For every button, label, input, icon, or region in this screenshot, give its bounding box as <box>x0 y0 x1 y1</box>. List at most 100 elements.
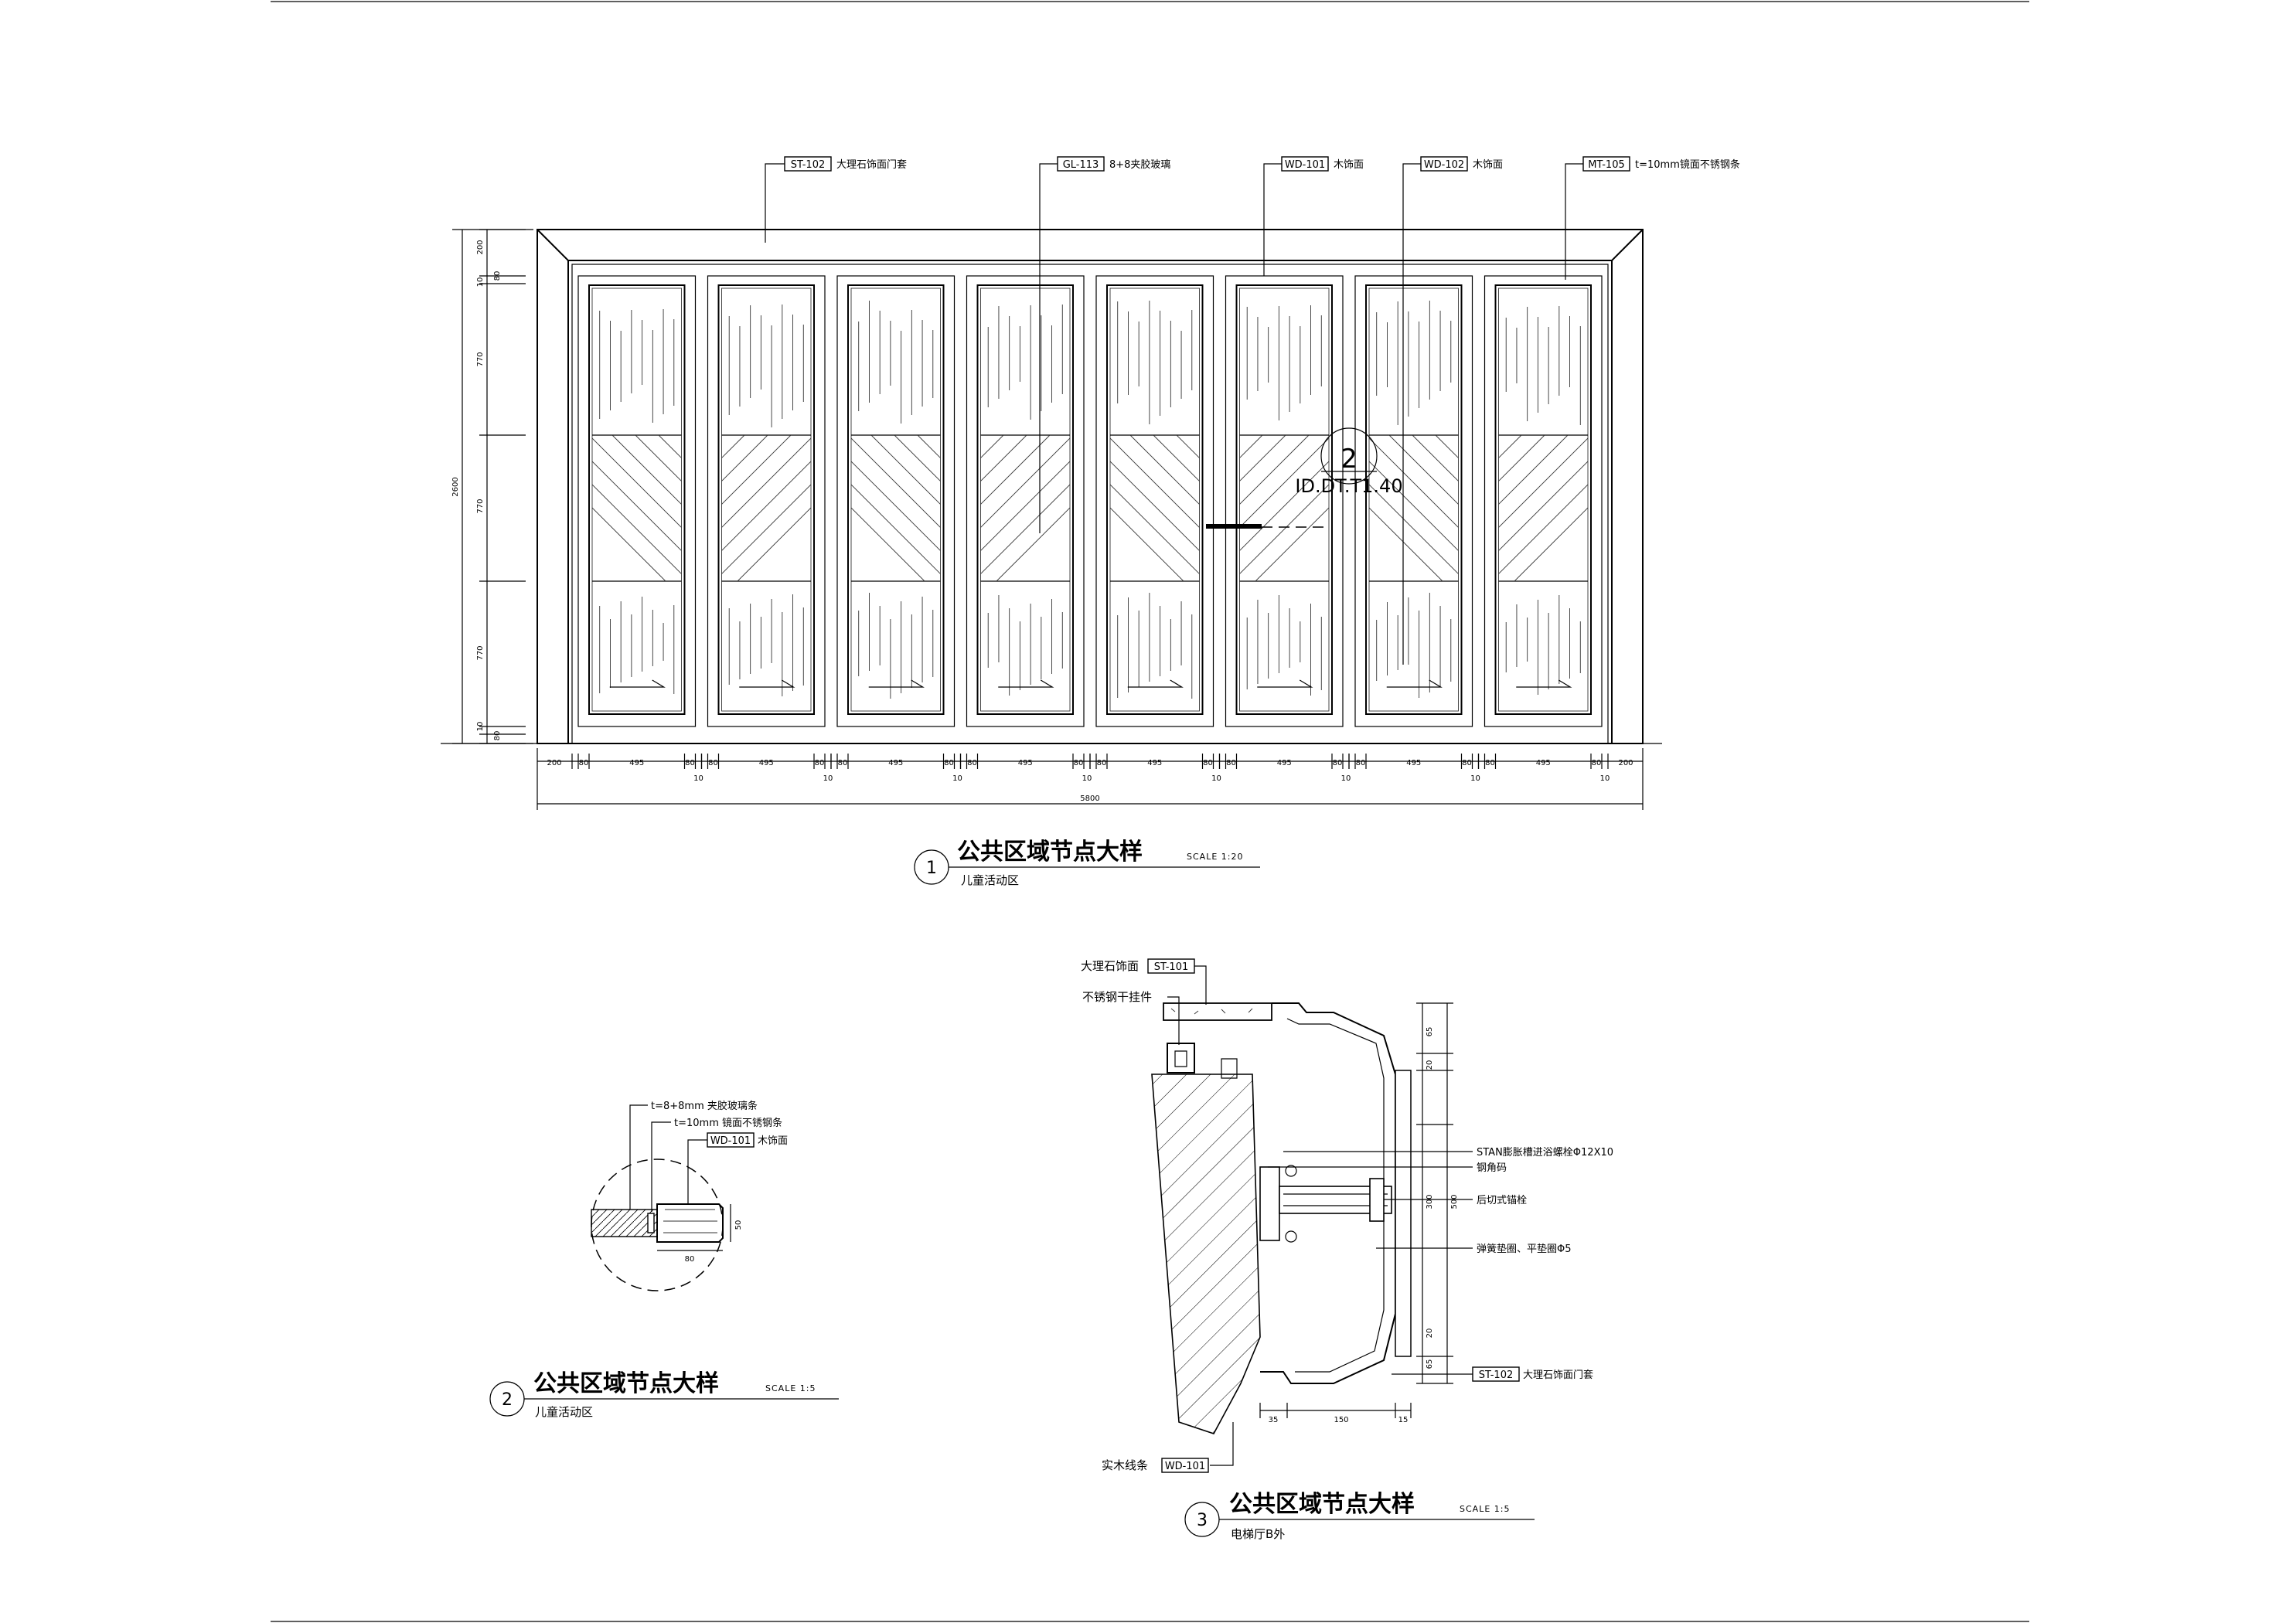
detail-1-title-block: 1 公共区域节点大样 SCALE 1:20 儿童活动区 <box>914 839 1260 887</box>
steel-hanger <box>1167 1043 1195 1073</box>
svg-text:大理石饰面门套: 大理石饰面门套 <box>836 158 907 171</box>
dim-panel: 495 <box>1277 759 1292 767</box>
dim-stile: 80 <box>1462 759 1472 767</box>
d3-callout-washer: 弹簧垫圈、平垫圈Φ5 <box>1477 1243 1572 1255</box>
dim-panel: 495 <box>1536 759 1551 767</box>
svg-text:WD-101: WD-101 <box>1165 1461 1205 1472</box>
d3-dim-h-ticks <box>1259 1403 1412 1418</box>
detail-3-number: 3 <box>1197 1511 1208 1530</box>
dim-top: 200 <box>476 240 485 254</box>
dim-total-width: 5800 <box>1080 794 1099 803</box>
detail-1-elevation: 2 ID.DT.T1.40 ST-102 大理石饰面门套 GL-113 8+8夹… <box>441 156 1740 887</box>
dim-panel: 495 <box>1018 759 1033 767</box>
dim-gap: 10 <box>1470 774 1480 783</box>
dim-stile: 80 <box>1226 759 1236 767</box>
detail-1-number: 1 <box>926 859 937 878</box>
callout-wd101: WD-101 木饰面 <box>1281 156 1364 172</box>
d2-dim-height: 50 <box>734 1220 743 1230</box>
d2-callout-wood: WD-101 木饰面 <box>707 1132 788 1148</box>
door-leaf <box>836 275 956 727</box>
door-leaf <box>1484 275 1603 727</box>
steel-angle <box>1259 1166 1280 1241</box>
detail-3-scale: SCALE 1:5 <box>1460 1504 1510 1514</box>
dim-stile: 80 <box>1097 759 1107 767</box>
door-leaf <box>1354 275 1473 727</box>
dim-stile: 80 <box>967 759 977 767</box>
door-leaf <box>1095 275 1214 727</box>
detail-3-location: 电梯厅B外 <box>1231 1527 1285 1541</box>
dim-stile: 80 <box>685 759 695 767</box>
door-leaf-area <box>571 264 1609 744</box>
dim-stile: 80 <box>838 759 848 767</box>
door-surround-inner <box>537 229 1644 743</box>
nut-bottom <box>1285 1230 1297 1243</box>
svg-text:MT-105: MT-105 <box>1588 159 1624 171</box>
door-leaves <box>577 275 1603 727</box>
d3-leader-wood <box>1210 1422 1234 1466</box>
washer-plate <box>1369 1178 1385 1222</box>
d2-leader-wood <box>687 1139 707 1204</box>
dim-770-a: 770 <box>476 352 485 366</box>
horizontal-dimensions: 80 495 80 10 80 495 80 10 80 495 80 10 80 495 80 10 80 49… <box>537 748 1644 810</box>
svg-text:t=10mm镜面不锈钢条: t=10mm镜面不锈钢条 <box>1635 158 1740 171</box>
marble-slab-top <box>1163 1002 1272 1021</box>
dim-stile: 80 <box>1485 759 1495 767</box>
dim-gap: 10 <box>1341 774 1351 783</box>
steel-strip <box>647 1213 655 1233</box>
dim-gap: 10 <box>1082 774 1092 783</box>
callout-mt105: MT-105 t=10mm镜面不锈钢条 <box>1582 156 1740 172</box>
d3-callout-wood-code: WD-101 <box>1161 1458 1209 1473</box>
callout-wd102: WD-102 木饰面 <box>1420 156 1503 172</box>
callout-leader-gl113 <box>1039 163 1058 533</box>
callout-st102: ST-102 大理石饰面门套 <box>784 156 907 172</box>
d3-dim-15: 15 <box>1398 1416 1409 1424</box>
dim-panel: 495 <box>888 759 903 767</box>
svg-text:GL-113: GL-113 <box>1063 159 1099 171</box>
dim-panel: 495 <box>759 759 774 767</box>
d3-callout-hanger: 不锈钢干挂件 <box>1082 990 1152 1004</box>
dim-770-b: 770 <box>476 498 485 513</box>
concrete-wall <box>1151 1073 1261 1434</box>
svg-text:木饰面: 木饰面 <box>1334 159 1364 171</box>
wood-veneer-profile <box>656 1203 724 1243</box>
glass-strip <box>591 1209 658 1237</box>
d3-callout-marble-text: 大理石饰面 <box>1081 959 1139 973</box>
svg-text:WD-101: WD-101 <box>710 1135 751 1147</box>
dim-770-c: 770 <box>476 645 485 660</box>
svg-text:大理石饰面门套: 大理石饰面门套 <box>1523 1369 1593 1381</box>
detail-2-title-block: 2 公共区域节点大样 SCALE 1:5 儿童活动区 <box>489 1370 839 1419</box>
svg-text:ST-101: ST-101 <box>1154 961 1189 973</box>
dim-panel: 495 <box>1147 759 1162 767</box>
d3-callout-anchor: 后切式锚栓 <box>1477 1195 1527 1206</box>
dim-stile: 80 <box>708 759 718 767</box>
detail-1-title: 公共区域节点大样 <box>957 839 1143 866</box>
dim-total-height: 2600 <box>451 477 460 496</box>
section-marker-ref: ID.DT.T1.40 <box>1295 475 1402 497</box>
d3-dim-150: 150 <box>1334 1416 1348 1424</box>
callout-leader-wd101 <box>1263 163 1282 276</box>
dim-stile: 80 <box>1203 759 1213 767</box>
dim-gap-bottom: 10 <box>476 722 485 732</box>
detail-2-location: 儿童活动区 <box>535 1405 593 1419</box>
door-leaf <box>707 275 826 727</box>
detail-3-section: 65 20 300 500 20 65 35 150 15 大理石饰面 ST-1… <box>1081 958 1613 1541</box>
d3-callout-st102: ST-102 大理石饰面门套 <box>1472 1366 1593 1382</box>
d3-dim-65-bottom: 65 <box>1426 1359 1434 1370</box>
wood-grain <box>663 1209 717 1233</box>
dim-rail-bottom: 80 <box>493 731 502 741</box>
detail-2-section: t=8+8mm 夹胶玻璃条 t=10mm 镜面不锈钢条 WD-101 木饰面 5… <box>489 1100 839 1419</box>
dim-edge-left: 200 <box>547 759 561 767</box>
detail-2-number: 2 <box>502 1390 513 1410</box>
callout-leader-wd102 <box>1402 163 1421 665</box>
d2-dim-width: 80 <box>685 1255 695 1264</box>
backing-panel <box>1395 1070 1412 1357</box>
dim-gap: 10 <box>952 774 962 783</box>
d2-leader-glass <box>629 1104 648 1210</box>
d2-callout-glass: t=8+8mm 夹胶玻璃条 <box>651 1100 758 1112</box>
dim-stile: 80 <box>815 759 825 767</box>
door-leaf <box>1225 275 1344 727</box>
dim-stile: 80 <box>1074 759 1084 767</box>
hanger-bolts <box>1174 1050 1238 1079</box>
vertical-dimensions: 2600 200 80 10 770 770 770 10 80 <box>451 229 533 744</box>
